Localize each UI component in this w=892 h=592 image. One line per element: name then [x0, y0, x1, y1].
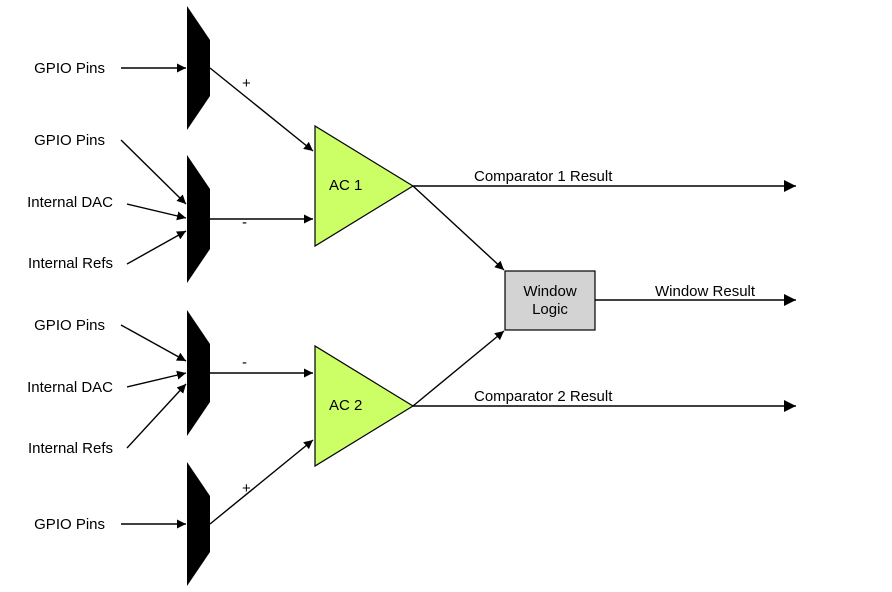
sign-ac2-plus: + — [242, 480, 251, 497]
mux-ac2-negative — [187, 310, 210, 436]
sign-ac1-plus: + — [242, 75, 251, 92]
label-ac1: AC 1 — [329, 177, 362, 194]
mux-ac1-negative — [187, 155, 210, 283]
label-mux1-gpio: GPIO Pins — [34, 60, 105, 77]
label-mux3-refs: Internal Refs — [28, 440, 113, 457]
input-wire-mux3-gpio — [120, 324, 187, 362]
window-logic-box — [504, 270, 596, 331]
input-wire-mux3-refs — [126, 383, 187, 449]
wire-ac2-to-window — [412, 330, 505, 407]
mux-ac1-positive — [187, 6, 210, 130]
label-comparator1-result: Comparator 1 Result — [474, 168, 613, 185]
comparator-ac1 — [314, 124, 415, 248]
label-mux3-gpio: GPIO Pins — [34, 317, 105, 334]
wire-mux4-to-ac2-plus — [209, 439, 314, 525]
label-mux4-gpio: GPIO Pins — [34, 516, 105, 533]
label-window-result: Window Result — [655, 283, 756, 300]
label-ac2: AC 2 — [329, 397, 362, 414]
input-wire-mux2-dac — [126, 203, 187, 221]
label-mux2-gpio: GPIO Pins — [34, 132, 105, 149]
label-mux2-refs: Internal Refs — [28, 255, 113, 272]
input-wire-mux3-dac — [126, 370, 187, 388]
wire-ac1-to-window — [412, 185, 505, 271]
input-wire-mux2-refs — [126, 230, 187, 265]
comparator-ac2 — [314, 344, 415, 468]
label-mux3-dac: Internal DAC — [27, 379, 113, 396]
wire-mux1-to-ac1-plus — [209, 67, 314, 152]
sign-ac1-minus: - — [242, 214, 247, 231]
label-mux2-dac: Internal DAC — [27, 194, 113, 211]
input-wire-mux2-gpio — [120, 139, 187, 205]
sign-ac2-minus: - — [242, 354, 247, 371]
label-window-logic-line2: Logic — [532, 301, 568, 318]
mux-ac2-positive — [187, 462, 210, 586]
label-window-logic-line1: Window — [523, 283, 577, 300]
label-comparator2-result: Comparator 2 Result — [474, 388, 613, 405]
